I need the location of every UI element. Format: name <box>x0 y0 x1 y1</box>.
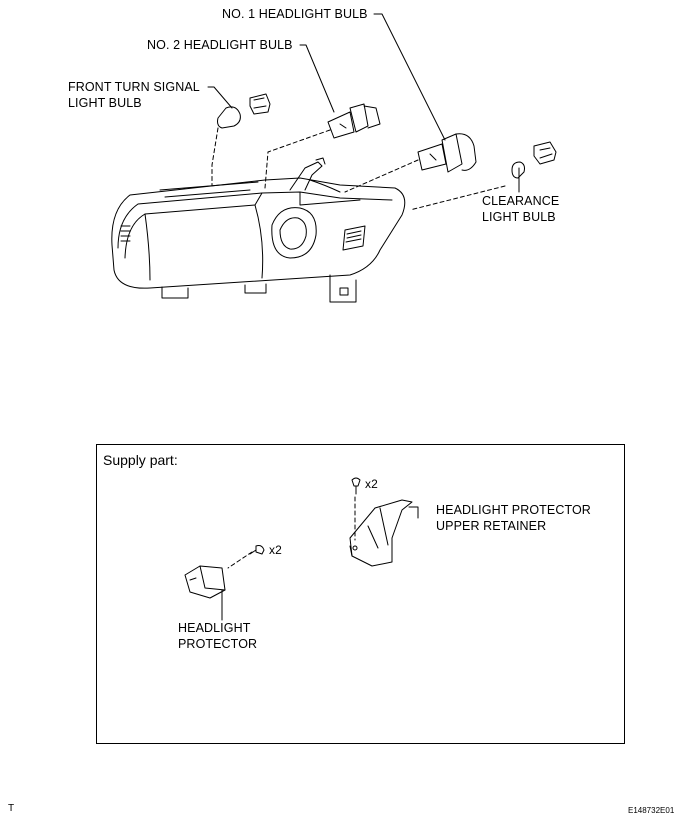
label-retainer-line1: HEADLIGHT PROTECTOR <box>436 503 591 517</box>
label-front-turn-signal-line2: LIGHT BULB <box>68 96 142 110</box>
headlight-housing <box>111 157 406 303</box>
label-protector-line1: HEADLIGHT <box>178 621 251 635</box>
label-no1-headlight-bulb: NO. 1 HEADLIGHT BULB <box>222 7 368 21</box>
figure-id: E148732E01 <box>628 806 675 815</box>
label-retainer-line2: UPPER RETAINER <box>436 519 547 533</box>
front-turn-signal-bulb <box>217 93 271 129</box>
label-no2-headlight-bulb: NO. 2 HEADLIGHT BULB <box>147 38 293 52</box>
protector-quantity: x2 <box>269 543 282 557</box>
no2-headlight-bulb <box>327 103 381 139</box>
label-clearance-line2: LIGHT BULB <box>482 210 556 224</box>
headlight-protector-part <box>184 545 265 599</box>
retainer-quantity: x2 <box>365 477 378 491</box>
label-clearance-line1: CLEARANCE <box>482 194 560 208</box>
label-protector-line2: PROTECTOR <box>178 637 258 651</box>
supply-part-title: Supply part: <box>103 452 178 468</box>
upper-retainer-part <box>349 477 413 567</box>
supply-part-box: Supply part: <box>96 444 625 744</box>
label-front-turn-signal-line1: FRONT TURN SIGNAL <box>68 80 200 94</box>
corner-mark: T <box>8 803 15 814</box>
clearance-light-bulb <box>511 141 557 179</box>
no1-headlight-bulb <box>417 133 477 173</box>
